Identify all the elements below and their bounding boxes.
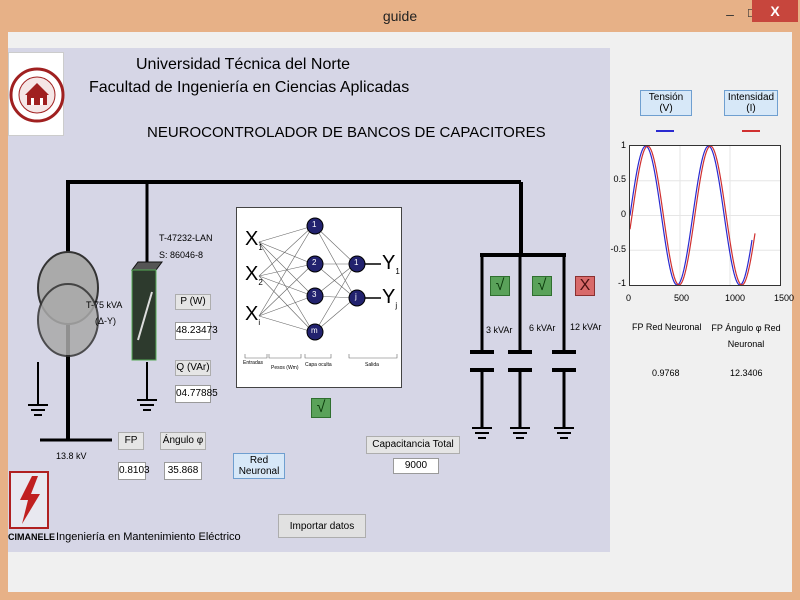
output-node — [348, 255, 366, 273]
capacitor-3kvar-label: 3 kVAr — [486, 325, 513, 335]
input-xi: Xi — [245, 303, 261, 327]
angle-red-neuronal-value: 12.3406 — [730, 368, 763, 378]
caption-weights: Pesos (Wm) — [271, 365, 299, 371]
capacitor-12kvar-status[interactable]: X — [575, 276, 595, 296]
output-node — [348, 289, 366, 307]
output-y1: Y1 — [382, 252, 400, 276]
capacitance-total-value: 9000 — [393, 458, 439, 474]
close-button[interactable]: X — [752, 0, 798, 22]
transformer-connection: (Δ-Y) — [95, 316, 117, 326]
intensity-legend-line — [742, 130, 760, 132]
window-title: guide — [382, 8, 418, 24]
ytick-label: 0 — [620, 209, 626, 219]
transformer-rating: T-75 kVA — [86, 300, 123, 310]
capacitor-6kvar-label: 6 kVAr — [529, 323, 556, 333]
hidden-node-label: 1 — [312, 220, 317, 229]
hidden-node-label: m — [311, 326, 318, 335]
voltage-label: 13.8 kV — [56, 451, 87, 461]
neural-network-graph — [244, 217, 398, 359]
capacitor-12kvar-label: 12 kVAr — [570, 322, 602, 332]
q-label: Q (VAr) — [175, 360, 211, 376]
meter-model: T-47232-LAN — [159, 233, 213, 243]
p-value: 48.23473 — [175, 322, 218, 340]
neural-network-diagram: X1 X2 Xi 1 2 3 m 1 j Y1 Yj Entradas Peso… — [236, 207, 402, 388]
angle-red-neuronal-label: FP Ángulo φ Red Neuronal — [711, 323, 781, 349]
ytick-label: -0.5 — [610, 244, 626, 254]
p-label: P (W) — [175, 294, 211, 310]
fp-red-neuronal-label: FP Red Neuronal — [632, 322, 702, 332]
output-node-label: 1 — [354, 258, 359, 267]
xtick-label: 0 — [626, 293, 632, 303]
series-line-tension — [629, 145, 753, 286]
fp-red-neuronal-value: 0.9768 — [652, 368, 680, 378]
xtick-label: 500 — [674, 293, 690, 303]
page-title: NEUROCONTROLADOR DE BANCOS DE CAPACITORE… — [147, 124, 546, 141]
capacitor-3kvar-status[interactable]: √ — [490, 276, 510, 296]
xtick-label: 1500 — [774, 293, 795, 303]
tension-legend-line — [656, 130, 674, 132]
caption-inputs: Entradas — [243, 360, 264, 366]
hidden-node — [306, 255, 324, 273]
minimize-button[interactable]: – — [726, 6, 734, 22]
footer-label: Ingeniería en Mantenimiento Eléctrico — [56, 531, 241, 543]
cimanele-logo: CIMANELE — [8, 470, 55, 546]
angle-value: 35.868 — [164, 462, 202, 480]
input-x1: X1 — [245, 228, 263, 252]
hidden-node — [306, 323, 324, 341]
hidden-node — [306, 217, 324, 235]
caption-hidden: Capa oculta — [305, 362, 332, 368]
caption-output: Salida — [365, 362, 379, 368]
angle-label: Ángulo φ — [160, 432, 206, 450]
network-status-check[interactable]: √ — [311, 398, 331, 418]
ytick-label: 0.5 — [613, 174, 626, 184]
ytick-label: 1 — [620, 140, 626, 150]
waveform-chart — [629, 145, 780, 286]
tension-button[interactable]: Tensión (V) — [640, 90, 692, 116]
output-node-label: j — [355, 292, 357, 301]
university-name: Universidad Técnica del Norte — [136, 56, 351, 73]
university-logo — [8, 52, 65, 136]
hidden-node-label: 2 — [312, 258, 317, 267]
xtick-label: 1000 — [725, 293, 746, 303]
fp-label: FP — [118, 432, 144, 450]
meter-serial: S: 86046-8 — [159, 250, 204, 260]
transformer-icon — [37, 251, 99, 357]
red-neuronal-button[interactable]: Red Neuronal — [233, 453, 285, 479]
intensity-button[interactable]: Intensidad (I) — [724, 90, 778, 116]
capacitance-total-label: Capacitancia Total — [366, 436, 460, 454]
ytick-label: -1 — [617, 278, 626, 288]
fp-value: 0.8103 — [118, 462, 150, 480]
faculty-name: Facultad de Ingeniería en Ciencias Aplic… — [89, 79, 410, 96]
output-yj: Yj — [382, 286, 398, 310]
import-data-button[interactable]: Importar datos — [278, 514, 366, 538]
q-value: 04.77885 — [175, 385, 218, 403]
cimanele-text: CIMANELE — [8, 532, 55, 542]
energy-meter-icon — [131, 261, 163, 361]
hidden-node — [306, 287, 324, 305]
series-line-intensidad — [629, 145, 756, 286]
capacitor-6kvar-status[interactable]: √ — [532, 276, 552, 296]
waveform-plot — [629, 145, 781, 286]
cimanele-emblem-icon — [9, 471, 49, 529]
university-seal-icon — [9, 67, 65, 123]
hidden-node-label: 3 — [312, 290, 317, 299]
input-x2: X2 — [245, 263, 263, 287]
